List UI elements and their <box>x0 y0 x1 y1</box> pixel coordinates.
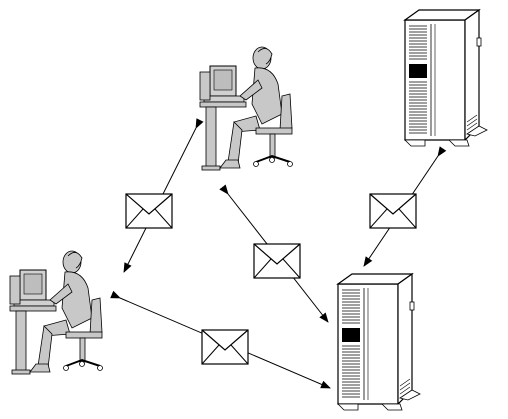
workstation-left <box>9 250 104 375</box>
envelope-icon <box>125 193 173 229</box>
envelope-icon <box>253 243 301 279</box>
server-top-right <box>404 9 488 147</box>
envelope-icon <box>201 329 249 365</box>
envelope-icon <box>369 193 417 229</box>
workstation-top <box>199 46 294 171</box>
server-bottom-right <box>337 273 421 411</box>
